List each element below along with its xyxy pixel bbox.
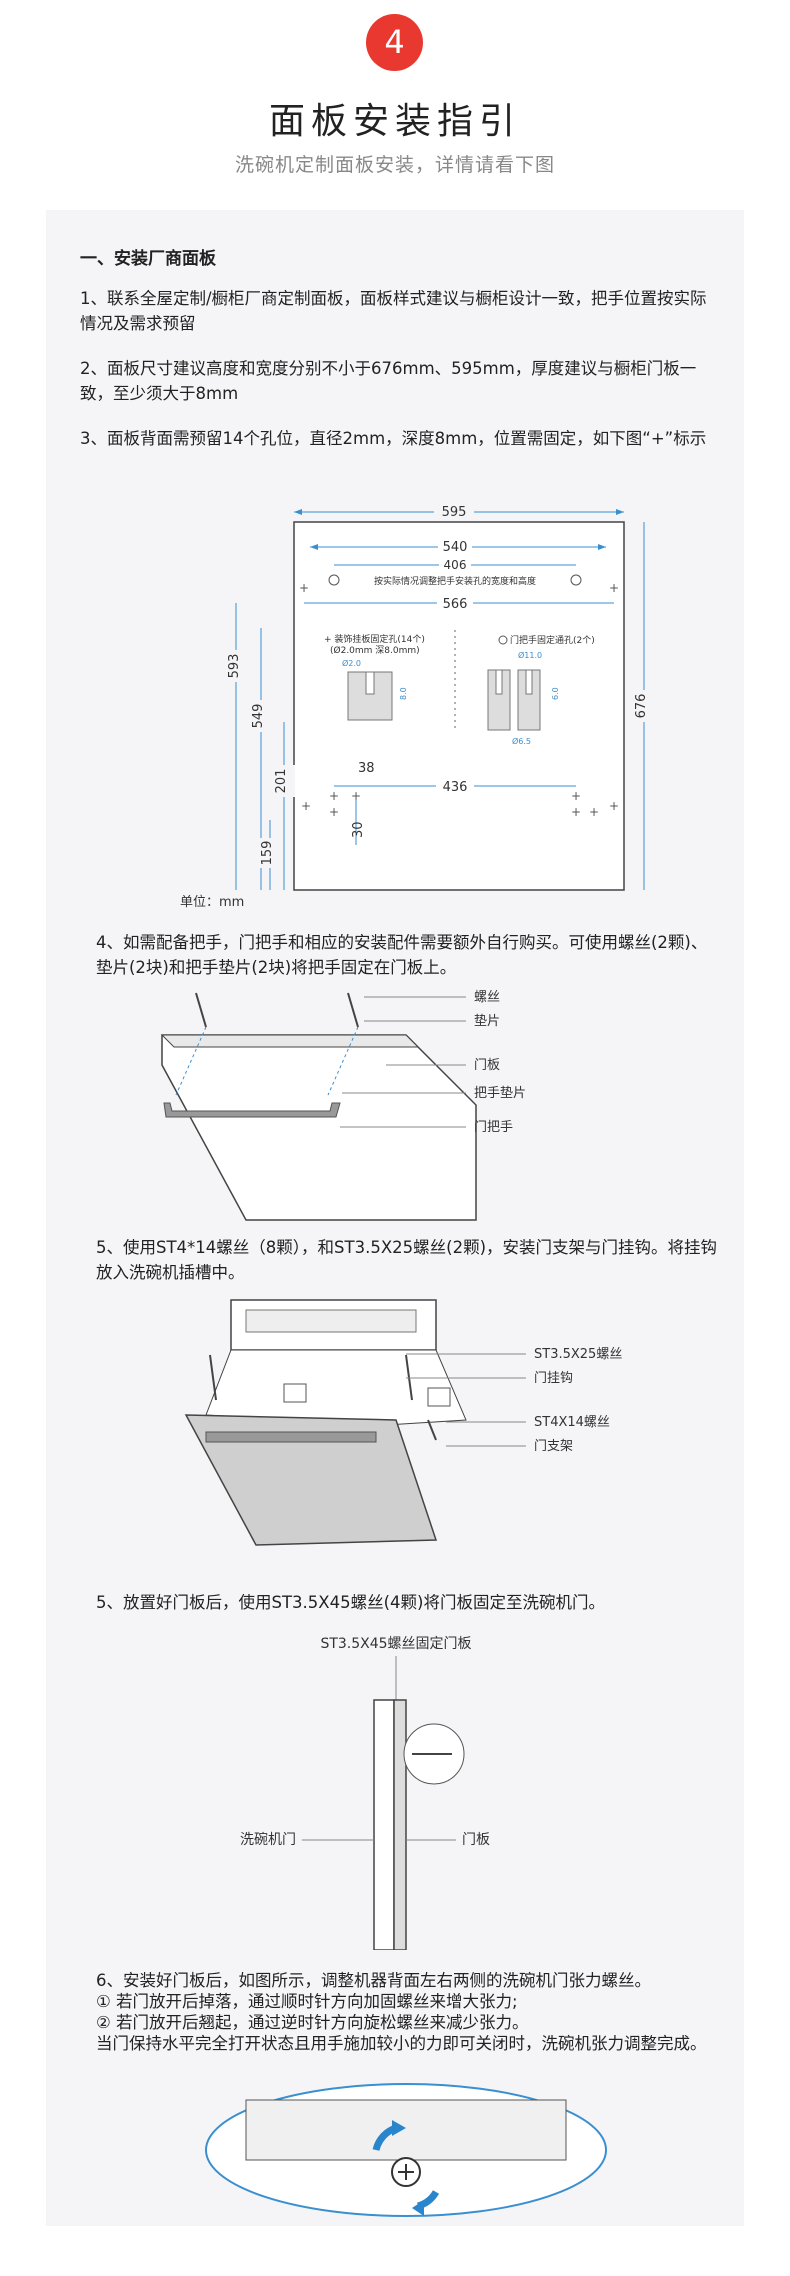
svg-text:+: + (299, 581, 309, 595)
label-door-panel: 门板 (474, 1058, 500, 1073)
handle-drawing: 螺丝 垫片 门板 把手垫片 门把手 (160, 990, 526, 1221)
step-number-badge: 4 (366, 14, 423, 71)
handle-note: 按实际情况调整把手安装孔的宽度和高度 (374, 575, 536, 587)
svg-text:+: + (329, 805, 339, 819)
tension-diagram (196, 2080, 616, 2220)
dim-2-0: Ø2.0 (342, 658, 361, 668)
page-title: 面板安装指引 (268, 101, 521, 142)
step-1-text: 1、联系全屋定制/橱柜厂商定制面板，面板样式建议与橱柜设计一致，把手位置按实际情… (80, 289, 707, 333)
tension-drawing (205, 2083, 607, 2217)
svg-text:+: + (571, 805, 581, 819)
dim-11-0: Ø11.0 (518, 650, 542, 660)
dimension-drawing: 595 540 406 按实际情况调整把手安装孔的宽度和高度 566 + (180, 503, 655, 910)
instruction-card: 一、安装厂商面板 1、联系全屋定制/橱柜厂商定制面板，面板样式建议与橱柜设计一致… (46, 210, 744, 2226)
svg-text:+: + (351, 789, 361, 803)
svg-text:+: + (609, 799, 619, 813)
step-7-line-3: ② 若门放开后翘起，通过逆时针方向旋松螺丝来减少张力。 (96, 2013, 529, 2032)
step-2-text: 2、面板尺寸建议高度和宽度分别不小于676mm、595mm，厚度建议与橱柜门板一… (80, 359, 697, 403)
step-7-text: 6、安装好门板后，如图所示，调整机器背面左右两侧的洗碗机门张力螺丝。 ① 若门放… (96, 1970, 726, 2054)
content-panel: 一、安装厂商面板 1、联系全屋定制/橱柜厂商定制面板，面板样式建议与橱柜设计一致… (46, 210, 744, 2226)
step-3-text: 3、面板背面需预留14个孔位，直径2mm，深度8mm，位置需固定，如下图“+”标… (80, 429, 707, 448)
label-st4x14-screw: ST4X14螺丝 (534, 1415, 610, 1430)
dimension-diagram: 595 540 406 按实际情况调整把手安装孔的宽度和高度 566 + (166, 500, 666, 910)
fix-diagram: ST3.5X45螺丝固定门板 洗碗机门 门板 (186, 1630, 606, 1950)
step-7-line-4: 当门保持水平完全打开状态且用手施加较小的力即可关闭时，洗碗机张力调整完成。 (96, 2034, 707, 2053)
dim-593: 593 (227, 654, 242, 679)
dim-549: 549 (251, 704, 266, 729)
label-door-bracket: 门支架 (534, 1439, 573, 1454)
dim-201: 201 (274, 769, 289, 794)
fix-drawing: ST3.5X45螺丝固定门板 洗碗机门 门板 (240, 1636, 490, 1950)
dim-6-5: Ø6.5 (512, 736, 531, 746)
label-screw: 螺丝 (474, 990, 500, 1005)
dim-30: 30 (351, 821, 366, 838)
dim-676: 676 (634, 694, 649, 719)
legend-handle-holes: 门把手固定通孔(2个) (510, 634, 595, 646)
label-washer: 垫片 (474, 1013, 500, 1029)
section-heading: 一、安装厂商面板 (80, 249, 216, 269)
dim-406: 406 (444, 558, 467, 572)
label-door-hook: 门挂钩 (534, 1371, 573, 1386)
svg-text:+: + (589, 805, 599, 819)
handle-diagram: 螺丝 垫片 门板 把手垫片 门把手 (106, 985, 686, 1225)
step-7-line-1: 6、安装好门板后，如图所示，调整机器背面左右两侧的洗碗机门张力螺丝。 (96, 1971, 651, 1990)
label-handle-washer: 把手垫片 (474, 1085, 526, 1101)
svg-text:+: + (329, 789, 339, 803)
step-4-text: 4、如需配备把手，门把手和相应的安装配件需要额外自行购买。可使用螺丝(2颗)、垫… (96, 933, 708, 977)
bracket-drawing: ST3.5X25螺丝 门挂钩 ST4X14螺丝 门支架 (184, 1299, 622, 1546)
dim-8-0: 8.0 (399, 687, 408, 700)
step-5-text: 5、使用ST4*14螺丝（8颗），和ST3.5X25螺丝(2颗)，安装门支架与门… (96, 1238, 718, 1282)
dim-540: 540 (443, 540, 468, 555)
label-fix-door-panel: 门板 (462, 1832, 490, 1848)
unit-label: 单位：mm (180, 895, 244, 910)
dim-159: 159 (260, 841, 275, 866)
step-7-line-2: ① 若门放开后掉落，通过顺时针方向加固螺丝来增大张力; (96, 1992, 518, 2011)
svg-text:+: + (571, 789, 581, 803)
step-6-text: 5、放置好门板后，使用ST3.5X45螺丝(4颗)将门板固定至洗碗机门。 (96, 1593, 605, 1612)
svg-text:+: + (609, 581, 619, 595)
label-dishwasher-door: 洗碗机门 (240, 1832, 296, 1848)
dim-595: 595 (442, 505, 467, 520)
dim-566: 566 (443, 597, 468, 612)
label-st35x25-screw: ST3.5X25螺丝 (534, 1347, 622, 1362)
dim-6-0: 6.0 (551, 687, 560, 700)
legend-mount-holes-sub: (Ø2.0mm 深8.0mm) (330, 645, 420, 656)
page-subtitle: 洗碗机定制面板安装，详情请看下图 (234, 154, 555, 176)
legend-mount-holes: + 装饰挂板固定孔(14个) (324, 633, 425, 645)
dim-38: 38 (358, 761, 375, 776)
label-handle: 门把手 (474, 1120, 513, 1135)
bracket-diagram: ST3.5X25螺丝 门挂钩 ST4X14螺丝 门支架 (106, 1290, 686, 1550)
svg-text:+: + (301, 799, 311, 813)
dim-436: 436 (443, 780, 468, 795)
label-st35x45-fix: ST3.5X45螺丝固定门板 (320, 1636, 471, 1652)
